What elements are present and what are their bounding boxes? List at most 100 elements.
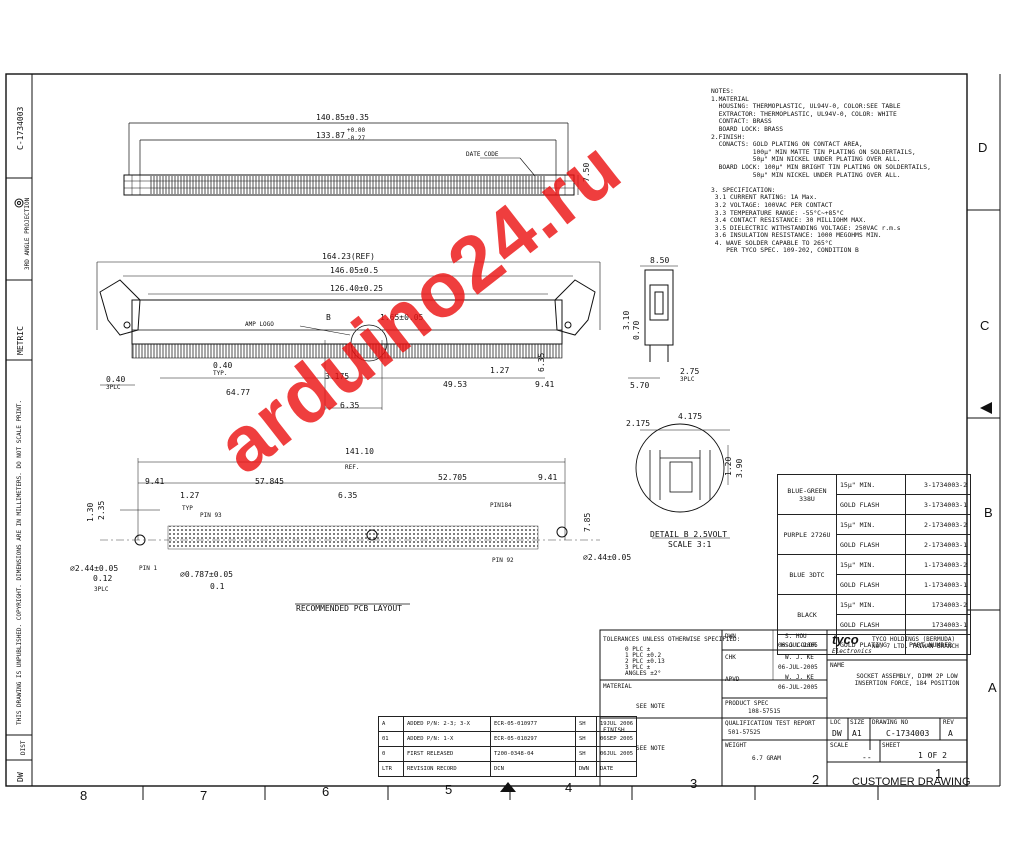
part-number-cell: 1734003-1 (905, 614, 971, 635)
hsg-color-cell: BLUE-GREEN 338U (777, 474, 837, 515)
revision-ecr: DCN (490, 761, 576, 777)
qual-test-value: 501-57525 (728, 729, 761, 736)
rev-value: A (948, 729, 953, 738)
pcb-splc: 3PLC (94, 586, 109, 593)
revision-dwn: DWN (575, 761, 597, 777)
pcb-typ: TYP (182, 505, 193, 512)
tolerances-label: TOLERANCES UNLESS OTHERWISE SPECIFIED: (603, 636, 741, 643)
revision-ltr: A (378, 716, 404, 732)
pcb-hole2: ⌀0.787±0.05 (180, 570, 233, 579)
grid-col-5: 5 (445, 782, 453, 797)
side-d1: 8.50 (650, 256, 670, 265)
revision-ecr: ECR-05-010297 (490, 731, 576, 747)
revision-ltr: LTR (378, 761, 404, 777)
pcb-d9: 7.85 (583, 512, 592, 532)
part-number-cell: 1-1734003-1 (905, 574, 971, 595)
pcb-d6: 6.35 (338, 491, 358, 500)
pcb-d2: 57.845 (255, 477, 284, 486)
pcb-d7: 1.30 (86, 502, 95, 522)
pcb-tol2: 0.1 (210, 582, 225, 591)
hsg-color-cell: PURPLE 2726U (777, 514, 837, 555)
notes-block: NOTES: 1.MATERIAL HOUSING: THERMOPLASTIC… (711, 88, 931, 255)
front-d1: 146.05±0.5 (330, 266, 379, 275)
company-name: TYCO HOLDINGS (BERMUDA) NO. 7 LTD. TAIWA… (872, 636, 959, 650)
loc-label: LOC (830, 719, 841, 726)
detail-d3: 1.20 (724, 456, 733, 476)
revision-dwn: SH (575, 746, 597, 762)
qual-test-label: QUALIFICATION TEST REPORT (725, 720, 816, 727)
sheet-value: 1 OF 2 (918, 751, 947, 760)
part-number-cell: 2-1734003-2 (905, 514, 971, 535)
grid-col-3: 3 (690, 776, 698, 791)
material-label: MATERIAL (603, 683, 632, 690)
scale-value: -- (862, 753, 872, 762)
drawing-no: C-1734003 (886, 729, 930, 738)
company-sub: Electronics (832, 648, 872, 655)
plating-cell: GOLD FLASH (836, 494, 906, 515)
front-d10: 0.40 (106, 375, 126, 384)
plating-cell: 15μ" MIN. (836, 554, 906, 575)
front-d12: 9.41 (535, 380, 555, 389)
front-ref: 164.23(REF) (322, 252, 375, 261)
revision-dwn: SH (575, 716, 597, 732)
revision-dwn: SH (575, 731, 597, 747)
chk-name: W. J. KE (785, 654, 814, 661)
hsg-color-cell: BLUE 3DTC (777, 554, 837, 595)
top-dim-tol-minus: -0.27 (347, 135, 366, 142)
dwg-label: DW (16, 772, 25, 782)
grid-col-1: 1 (935, 766, 943, 781)
front-d3: 1.65±0.05 (380, 313, 424, 322)
pcb-hole3: ⌀2.44±0.05 (583, 553, 632, 562)
pcb-tol1: 0.12 (93, 574, 113, 583)
hsg-color-cell: BLACK (777, 594, 837, 635)
top-dim-overall: 140.85±0.35 (316, 113, 369, 122)
material-see-note: SEE NOTE (636, 703, 665, 710)
top-dim-tol-plus: +0.00 (347, 127, 366, 134)
detail-d4: 3.90 (735, 458, 744, 478)
apvd-date: 06-JUL-2005 (778, 684, 818, 691)
grid-col-7: 7 (200, 788, 208, 803)
tol-line-2: 1 PLC ±0.2 (625, 652, 662, 659)
pcb-pin93: PIN 93 (200, 512, 222, 519)
drawing-no-label: DRAWING NO (872, 719, 909, 726)
name-label: NAME (830, 662, 845, 669)
side-part-number: C-1734003 (16, 106, 25, 150)
revision-date: 06JUL 2005 (595, 746, 638, 762)
plating-cell: GOLD FLASH (836, 534, 906, 555)
pcb-caption: RECOMMENDED PCB LAYOUT (296, 604, 402, 613)
size-value: A1 (852, 729, 862, 738)
part-number-cell: 3-1734003-2 (905, 474, 971, 495)
grid-col-8: 8 (80, 788, 88, 803)
projection-label: 3RD ANGLE PROJECTION (24, 197, 31, 270)
plating-cell: 15μ" MIN. (836, 474, 906, 495)
revision-ecr: ECR-05-010977 (490, 716, 576, 732)
revision-date: DATE (595, 761, 638, 777)
front-d4: 0.40 (213, 361, 233, 370)
revision-desc: ADDED P/N: 2-3; 3-X (403, 716, 491, 732)
plating-cell: 15μ" MIN. (836, 514, 906, 535)
customer-drawing-label: CUSTOMER DRAWING (852, 776, 971, 788)
front-d6: 1.27 (490, 366, 510, 375)
detail-caption: DETAIL B 2.5VOLT (650, 530, 728, 539)
detail-scale: SCALE 3:1 (668, 540, 712, 549)
pcb-d1: 9.41 (145, 477, 165, 486)
scale-label: SCALE (830, 742, 849, 749)
side-d5: 5.70 (630, 381, 650, 390)
front-typ: TYP. (213, 370, 228, 377)
date-code-label: DATE CODE (466, 151, 499, 158)
product-spec-value: 108-57515 (748, 708, 781, 715)
revision-ecr: T200-0348-04 (490, 746, 576, 762)
finish-label: FINISH (603, 727, 625, 734)
dwn-date: 06-JUL-2005 (778, 642, 818, 649)
revision-desc: REVISION RECORD (403, 761, 491, 777)
